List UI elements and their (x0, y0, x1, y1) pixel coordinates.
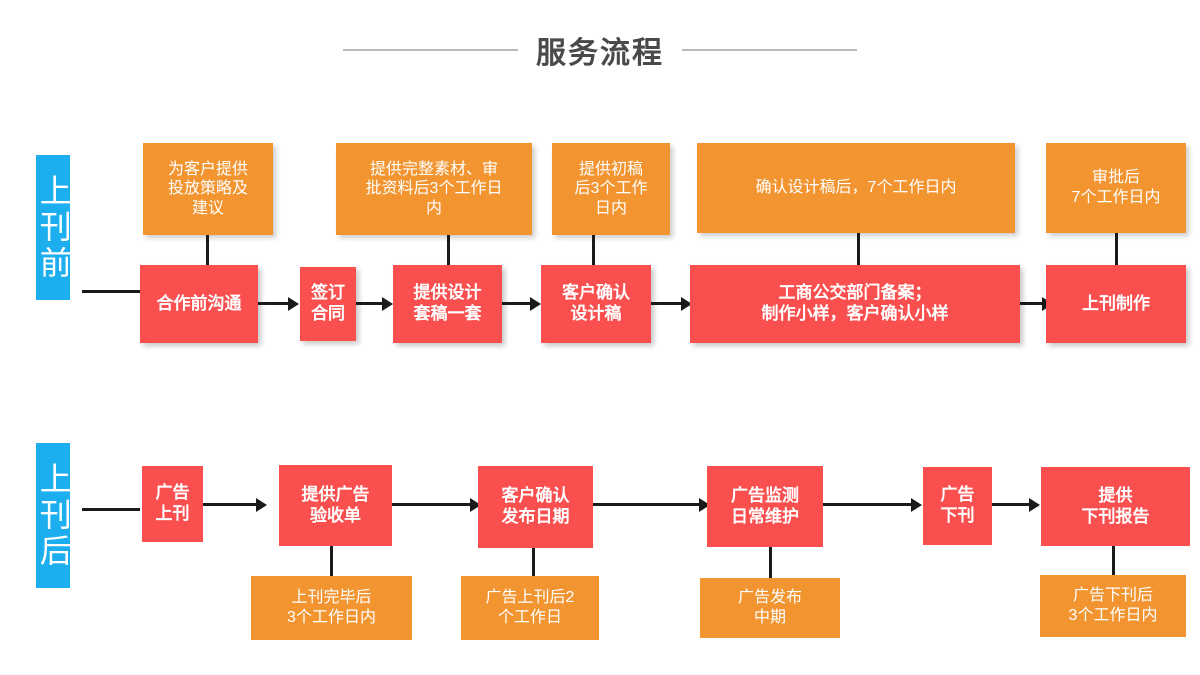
title-rule-right (682, 49, 857, 51)
arrow-head-post-4 (911, 498, 922, 512)
arrow-line-pre-5 (1020, 302, 1045, 305)
arrow-line-pre-3 (502, 302, 532, 305)
arrow-line-post-1 (203, 503, 258, 506)
connector-note-after-launch (330, 546, 333, 576)
connector-note-draft (592, 235, 595, 266)
arrow-head-post-2 (470, 498, 481, 512)
connector-note-confirm-design (857, 233, 860, 266)
arrow-head-pre-1 (288, 297, 299, 311)
step-production[interactable]: 上刊制作 (1046, 265, 1186, 343)
phase-post-connector (82, 508, 140, 511)
step-confirm-publish-date[interactable]: 客户确认 发布日期 (478, 466, 593, 548)
arrow-head-pre-4 (681, 297, 692, 311)
step-acceptance-form[interactable]: 提供广告 验收单 (279, 465, 392, 546)
arrow-line-post-3 (593, 503, 703, 506)
step-filing-proof[interactable]: 工商公交部门备案； 制作小样，客户确认小样 (690, 265, 1020, 343)
connector-note-materials (447, 235, 450, 266)
note-after-offline: 广告下刊后 3个工作日内 (1040, 575, 1186, 637)
step-client-confirm-design[interactable]: 客户确认 设计稿 (541, 265, 651, 343)
arrow-line-post-5 (992, 503, 1032, 506)
step-sign-contract[interactable]: 签订 合同 (300, 267, 356, 341)
arrow-head-post-1 (256, 498, 267, 512)
step-precoop-comm[interactable]: 合作前沟通 (140, 265, 258, 343)
note-draft: 提供初稿 后3个工作 日内 (552, 143, 670, 235)
step-monitor-maintain[interactable]: 广告监测 日常维护 (707, 466, 823, 547)
note-confirm-design: 确认设计稿后，7个工作日内 (697, 143, 1015, 233)
arrow-line-post-4 (823, 503, 915, 506)
page-title: 服务流程 (536, 37, 664, 70)
page-title-bar: 服务流程 (0, 28, 1200, 72)
title-rule-left (343, 49, 518, 51)
note-strategy: 为客户提供 投放策略及 建议 (143, 143, 273, 235)
note-after-launch: 上刊完毕后 3个工作日内 (251, 576, 412, 640)
connector-note-after-offline (1112, 546, 1115, 575)
connector-note-approval (1115, 233, 1118, 266)
connector-note-mid-publish (769, 547, 772, 578)
phase-label-pre: 上刊前 (36, 155, 72, 300)
phase-pre-connector (82, 290, 140, 293)
step-ad-offline[interactable]: 广告 下刊 (923, 467, 992, 545)
arrow-head-post-3 (699, 498, 710, 512)
arrow-line-pre-2 (356, 302, 384, 305)
connector-note-after-launch-2days (532, 548, 535, 576)
step-ad-launch[interactable]: 广告 上刊 (142, 466, 203, 542)
arrow-line-pre-4 (651, 302, 683, 305)
note-materials: 提供完整素材、审 批资料后3个工作日 内 (336, 143, 532, 235)
phase-label-post: 上刊后 (36, 443, 72, 588)
arrow-line-post-2 (392, 503, 474, 506)
note-after-launch-2days: 广告上刊后2 个工作日 (461, 576, 599, 640)
arrow-line-pre-1 (258, 302, 290, 305)
step-offline-report[interactable]: 提供 下刊报告 (1041, 467, 1190, 546)
arrow-head-pre-3 (530, 297, 541, 311)
note-mid-publish: 广告发布 中期 (700, 578, 840, 638)
connector-note-strategy (206, 235, 209, 266)
step-provide-design[interactable]: 提供设计 套稿一套 (393, 265, 502, 343)
arrow-head-post-5 (1029, 498, 1040, 512)
arrow-head-pre-2 (382, 297, 393, 311)
note-approval: 审批后 7个工作日内 (1046, 143, 1186, 233)
